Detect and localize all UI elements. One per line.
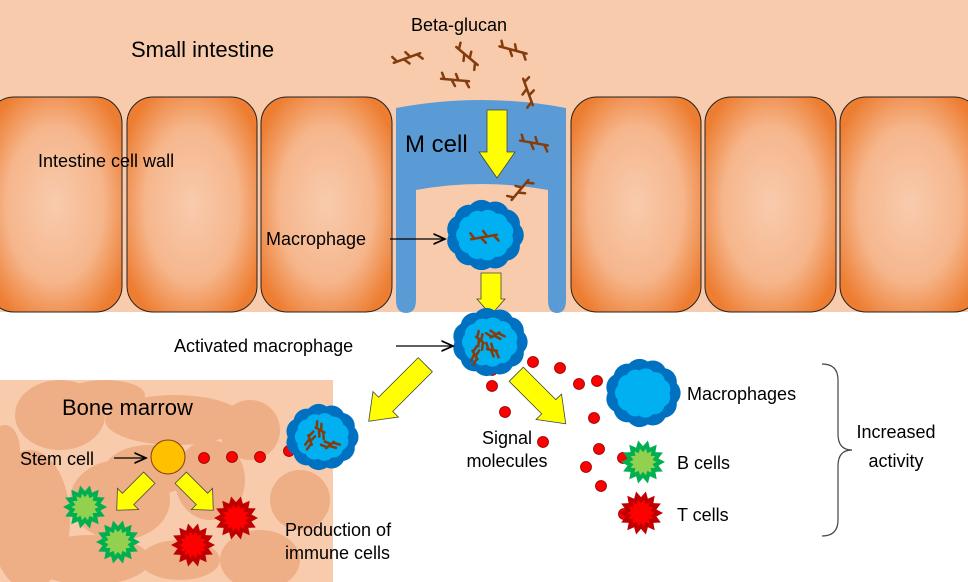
beta-glucan bbox=[469, 344, 481, 366]
signal-molecule bbox=[580, 461, 592, 473]
beta-glucan bbox=[314, 420, 326, 441]
signal-molecule bbox=[588, 412, 600, 424]
immune-cell bbox=[104, 528, 132, 556]
intestine-cell bbox=[704, 96, 837, 313]
signal-molecule bbox=[486, 380, 498, 392]
t-cells-label: T cells bbox=[677, 505, 729, 525]
macrophage-cytoplasm bbox=[623, 377, 663, 409]
signal-molecule bbox=[554, 362, 566, 374]
stem-cell-label: Stem cell bbox=[20, 449, 94, 469]
increased-activity-label-line1: Increased bbox=[856, 422, 935, 442]
immune-cell bbox=[222, 504, 250, 532]
m-cell bbox=[396, 100, 566, 313]
activated-macrophage-label: Activated macrophage bbox=[174, 336, 353, 356]
bone-marrow-label: Bone marrow bbox=[62, 395, 193, 420]
signal-molecule bbox=[198, 452, 210, 464]
marrow-ellipse bbox=[105, 395, 245, 445]
beta-glucan bbox=[455, 41, 479, 72]
beta-glucan bbox=[474, 329, 486, 351]
intestine-cell-wall-label: Intestine cell wall bbox=[38, 151, 174, 171]
intestine-cell bbox=[126, 96, 258, 313]
signal-molecule bbox=[254, 451, 266, 463]
signal-molecule bbox=[527, 356, 539, 368]
beta-glucan bbox=[304, 430, 317, 451]
marrow-ellipse bbox=[270, 470, 330, 530]
yellow-arrow bbox=[116, 471, 156, 511]
signal-molecule bbox=[591, 375, 603, 387]
marrow-ellipse bbox=[65, 380, 145, 410]
yellow-arrow bbox=[174, 471, 214, 511]
macrophage-label: Macrophage bbox=[266, 229, 366, 249]
intestine-cell bbox=[839, 96, 968, 313]
increased-activity-label-line2: activity bbox=[868, 451, 923, 471]
beta-glucan-label: Beta-glucan bbox=[411, 15, 507, 35]
beta-glucan bbox=[518, 133, 550, 153]
macrophages-label: Macrophages bbox=[687, 384, 796, 404]
beta-glucan bbox=[498, 39, 528, 61]
yellow-arrow bbox=[368, 357, 433, 422]
beta-glucan bbox=[485, 341, 500, 359]
beta-glucan bbox=[521, 76, 536, 109]
signal-molecules-label-line1: Signal bbox=[482, 428, 532, 448]
yellow-arrow bbox=[478, 109, 516, 179]
signal-molecule bbox=[537, 436, 549, 448]
marrow-ellipse bbox=[220, 400, 280, 460]
m-cell-label: M cell bbox=[405, 131, 468, 158]
beta-glucan bbox=[391, 50, 424, 65]
signal-molecule bbox=[226, 451, 238, 463]
beta-glucan bbox=[439, 71, 471, 89]
signal-molecule bbox=[499, 406, 511, 418]
marrow-ellipse bbox=[220, 530, 300, 582]
immune-cell bbox=[71, 493, 99, 521]
marrow-ellipse bbox=[0, 425, 20, 475]
signal-molecules-label-line2: molecules bbox=[466, 451, 547, 471]
b-cells-label: B cells bbox=[677, 453, 730, 473]
intestine-cell bbox=[0, 96, 123, 313]
immune-cell bbox=[629, 448, 657, 476]
signal-molecule bbox=[573, 378, 585, 390]
yellow-arrow bbox=[476, 272, 506, 316]
production-label-line1: Production of bbox=[285, 520, 392, 540]
immune-cell bbox=[179, 531, 207, 559]
beta-glucan bbox=[484, 329, 506, 341]
intestine-cell-wall bbox=[0, 96, 968, 313]
production-label-line2: immune cells bbox=[285, 543, 390, 563]
small-intestine-label: Small intestine bbox=[131, 37, 274, 62]
curly-brace bbox=[821, 363, 853, 537]
stem-cell bbox=[150, 439, 186, 475]
beta-glucan bbox=[505, 178, 535, 202]
beta-glucan bbox=[469, 229, 500, 245]
signal-molecule bbox=[595, 480, 607, 492]
yellow-arrow bbox=[508, 366, 567, 425]
beta-glucan bbox=[319, 440, 342, 450]
signal-molecule bbox=[593, 443, 605, 455]
intestine-cell bbox=[260, 96, 393, 313]
intestine-cell bbox=[570, 96, 702, 313]
immune-cell bbox=[627, 499, 655, 527]
